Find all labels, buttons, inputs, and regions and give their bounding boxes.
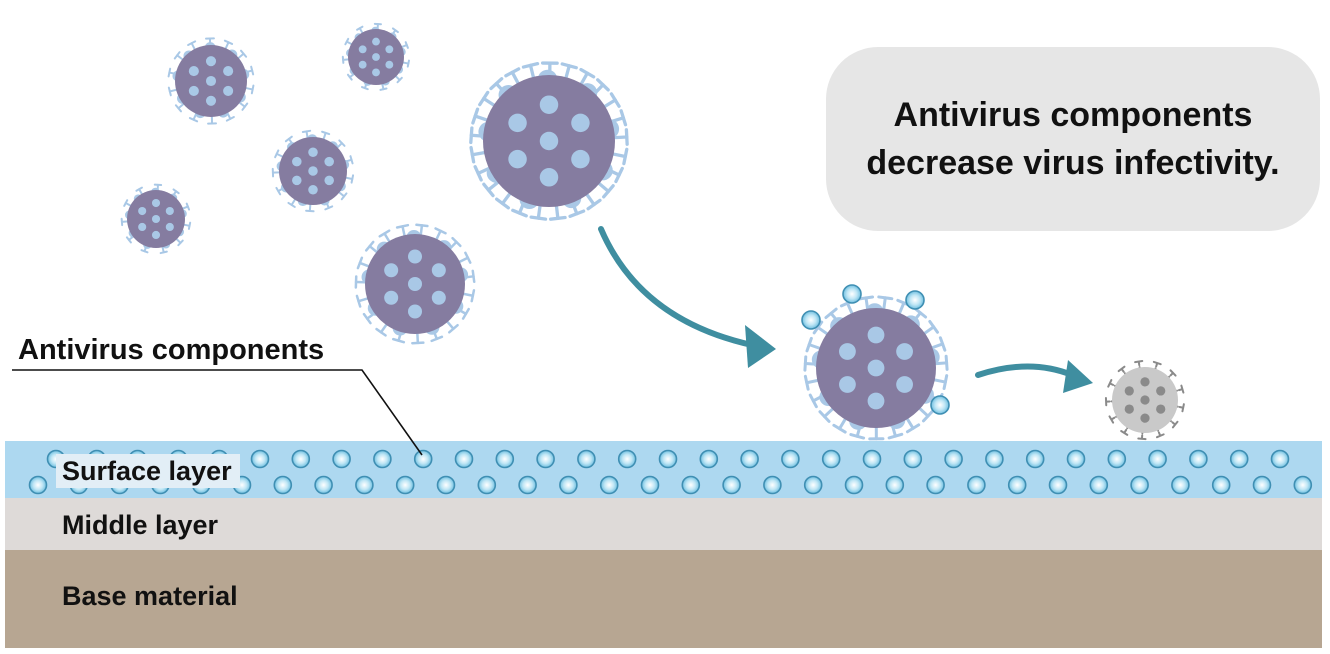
antivirus-particle-icon — [559, 475, 578, 495]
virus-icon — [354, 223, 476, 345]
virus-icon — [120, 183, 192, 255]
antivirus-particle-icon — [332, 449, 351, 469]
arrows — [598, 226, 1093, 393]
antivirus-particle-icon — [1048, 475, 1068, 495]
antivirus-particle-icon — [1252, 475, 1272, 495]
viruses — [120, 22, 1185, 441]
antivirus-particle-icon — [844, 475, 864, 495]
antivirus-particle-icon — [314, 475, 333, 495]
antivirus-particle-icon — [1130, 475, 1149, 495]
antivirus-particle-icon — [640, 475, 660, 495]
antivirus-particle-icon — [658, 449, 678, 469]
message-line-2: decrease virus infectivity. — [866, 144, 1280, 182]
antivirus-particle-icon — [373, 449, 392, 469]
antivirus-particle-icon — [28, 475, 48, 495]
antivirus-particle-icon — [436, 475, 456, 495]
virus-icon — [167, 37, 255, 125]
antivirus-particle-icon — [536, 449, 555, 469]
antivirus-particle-icon — [1066, 449, 1086, 469]
arrow-icon — [975, 360, 1093, 393]
antivirus-particle-icon — [722, 475, 741, 495]
antivirus-particle-icon — [291, 449, 311, 469]
antivirus-particle-icon — [1211, 475, 1231, 495]
antivirus-particle-icon — [763, 475, 782, 495]
antivirus-particle-icon — [1270, 449, 1290, 469]
antivirus-particle-icon — [930, 395, 950, 415]
antivirus-particle-icon — [413, 449, 433, 469]
message-line-1: Antivirus components — [893, 96, 1253, 134]
antivirus-particle-icon — [967, 475, 986, 495]
antivirus-particle-icon — [903, 449, 923, 469]
virus-icon — [271, 129, 355, 213]
antivirus-particle-icon — [1293, 475, 1313, 495]
arrow-icon — [598, 226, 776, 368]
antivirus-particle-icon — [1025, 449, 1045, 469]
antivirus-particle-icon — [273, 475, 293, 495]
antivirus-particle-icon — [842, 284, 862, 304]
antivirus-particle-icon — [518, 475, 537, 495]
middle-layer-label: Middle layer — [62, 510, 219, 540]
antivirus-particle-icon — [477, 475, 497, 495]
antivirus-particle-icon — [801, 310, 821, 330]
virus-icon — [803, 295, 949, 441]
antivirus-particle-icon — [699, 449, 719, 469]
middle-layer — [5, 498, 1322, 550]
antivirus-particle-icon — [781, 449, 800, 469]
base-material-label: Base material — [62, 581, 238, 611]
antivirus-particle-icon — [740, 449, 759, 469]
antivirus-particle-icon — [905, 290, 925, 310]
message-bubble: Antivirus components decrease virus infe… — [826, 47, 1320, 231]
antivirus-particle-icon — [862, 449, 882, 469]
antivirus-particle-icon — [250, 449, 270, 469]
antivirus-particle-icon — [885, 475, 905, 495]
antivirus-particle-icon — [944, 449, 963, 469]
antivirus-particle-icon — [803, 475, 823, 495]
antivirus-particle-icon — [1189, 449, 1208, 469]
antivirus-particle-icon — [355, 475, 374, 495]
antivirus-particle-icon — [395, 475, 415, 495]
antivirus-particle-icon — [617, 449, 637, 469]
surface-layer-label: Surface layer — [56, 454, 240, 488]
antivirus-particle-icon — [1148, 449, 1167, 469]
antivirus-particle-icon — [926, 475, 945, 495]
virus-icon — [341, 22, 410, 91]
inactivated-virus-icon — [1104, 359, 1185, 441]
antivirus-components-callout: Antivirus components — [18, 334, 325, 366]
callout-leader-line — [12, 369, 423, 456]
antivirus-particle-icon — [1089, 475, 1109, 495]
antivirus-particle-icon — [681, 475, 701, 495]
antivirus-particle-icon — [1107, 449, 1127, 469]
antivirus-particle-icon — [821, 449, 841, 469]
antivirus-particle-icon — [495, 449, 515, 469]
virus-icon — [469, 61, 629, 221]
antivirus-particle-icon — [1171, 475, 1190, 495]
antivirus-particle-icon — [985, 449, 1004, 469]
base-material-layer — [5, 550, 1322, 648]
antivirus-particle-icon — [599, 475, 619, 495]
antivirus-particle-icon — [1229, 449, 1249, 469]
antivirus-particle-icon — [454, 449, 474, 469]
antivirus-particle-icon — [1007, 475, 1027, 495]
antivirus-particle-icon — [577, 449, 596, 469]
